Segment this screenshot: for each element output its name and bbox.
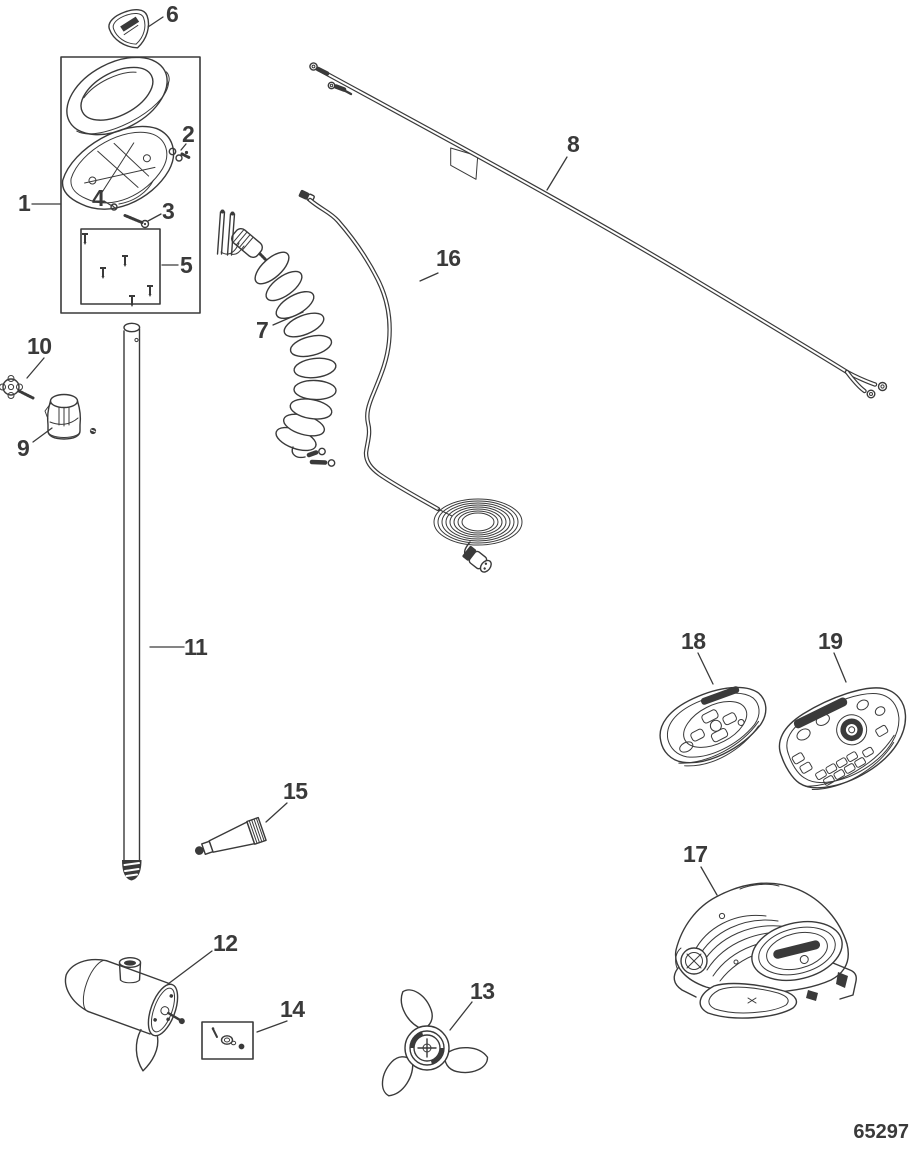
leader-lines: [26, 16, 847, 1033]
part-callout-2: 2: [182, 121, 195, 147]
cable-coil-bundle: [433, 498, 523, 546]
coil-loops: [254, 251, 337, 452]
part-callout-5: 5: [180, 252, 193, 278]
kit-screw: [122, 255, 128, 267]
drawing-number: 65297: [853, 1121, 909, 1143]
prop-hardware-box: [201, 1021, 254, 1060]
long-bolt: [123, 214, 150, 229]
coil-connector: [462, 545, 492, 573]
brand-logo-bar: [773, 940, 821, 959]
part-callout-18: 18: [681, 628, 706, 654]
prop-blade: [400, 989, 433, 1031]
part-callout-7: 7: [256, 317, 269, 343]
remote-large: [778, 687, 907, 791]
small-screw: [110, 203, 118, 211]
pedal-pad: [751, 920, 843, 982]
head-cover-ring: [66, 56, 170, 136]
head-screws: [168, 147, 191, 162]
battery-cable: [309, 62, 888, 399]
lower-unit-motor: [64, 957, 185, 1072]
part-callout-10: 10: [27, 333, 52, 359]
kit-screw: [147, 285, 153, 297]
collar-clamp: [44, 393, 82, 440]
brand-logo-bar: [793, 697, 848, 729]
head-housing-shell: [61, 125, 175, 210]
part-callout-12: 12: [213, 930, 238, 956]
skeg-fin: [135, 1028, 159, 1072]
coil-cord: [216, 209, 337, 467]
part-callout-6: 6: [166, 1, 179, 27]
head-cap: [108, 9, 150, 49]
stabilizer-knob: [0, 375, 35, 400]
transducer-cable: [298, 189, 523, 573]
part-callout-15: 15: [283, 778, 308, 804]
brand-logo-bar: [700, 686, 740, 705]
collar-nut: [89, 427, 97, 435]
part-callout-11: 11: [184, 634, 208, 660]
foot-pedal: [673, 882, 857, 1019]
kit-screw: [100, 267, 106, 279]
part-callout-8: 8: [567, 131, 580, 157]
part-callout-19: 19: [818, 628, 843, 654]
kit-screw: [129, 295, 135, 307]
propeller: [381, 989, 489, 1097]
motor-collar-stub: [118, 957, 142, 984]
column-shaft: [122, 322, 142, 881]
heel-rest: [699, 982, 798, 1019]
part-callout-1: 1: [18, 190, 31, 216]
prop-blade: [381, 1056, 414, 1097]
pedal-dial: [675, 947, 708, 975]
part-callout-4: 4: [92, 185, 105, 211]
brand-mark: [120, 16, 140, 36]
part-callout-17: 17: [683, 841, 708, 867]
grease-tube: [194, 816, 267, 856]
part-callout-13: 13: [470, 978, 495, 1004]
part-callout-16: 16: [436, 245, 461, 271]
screw-kit-box: [80, 228, 161, 307]
pedal-rear-bracket: [806, 962, 857, 1001]
part-callout-3: 3: [162, 198, 175, 224]
remote-small: [659, 686, 767, 767]
part-callout-9: 9: [17, 435, 30, 461]
kit-screw: [82, 233, 88, 245]
part-callout-14: 14: [280, 996, 305, 1022]
prop-blade: [444, 1047, 489, 1074]
